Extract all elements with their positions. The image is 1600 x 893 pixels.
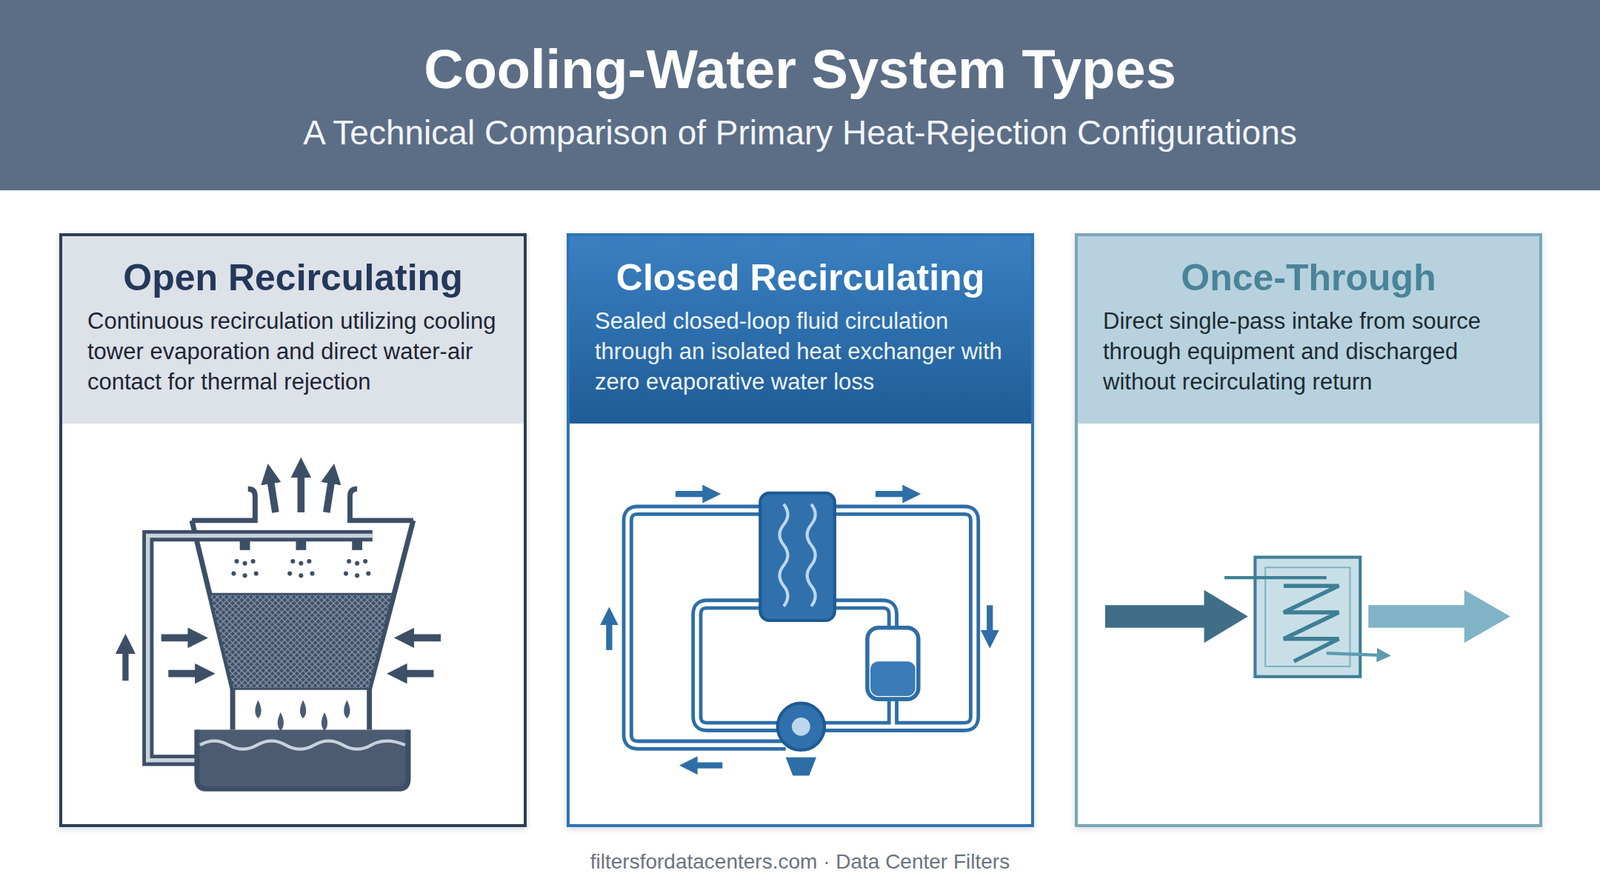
panel-heading: Closed Recirculating [594, 255, 1006, 300]
drawing-part [875, 491, 906, 498]
drawing-part [821, 510, 975, 727]
drawing-part [867, 628, 919, 700]
drawing-part [760, 493, 835, 621]
panel-header: Once-ThroughDirect single-pass intake fr… [1077, 236, 1540, 424]
drawing-part [298, 561, 303, 566]
drawing-part [254, 700, 261, 720]
drawing-part [231, 571, 236, 577]
drawing-part [326, 480, 332, 513]
drawing-part [1105, 590, 1249, 644]
panel-header: Open RecirculatingContinuous recirculati… [62, 236, 524, 424]
drawing-part [148, 536, 373, 761]
drawing-part [1368, 590, 1510, 644]
drawing-part [777, 703, 825, 751]
panel-description: Sealed closed-loop fluid circulation thr… [594, 305, 1006, 398]
drawing-part [242, 561, 248, 566]
drawing-part [343, 571, 349, 577]
drawing-part [254, 571, 259, 577]
drawing-part [697, 604, 781, 727]
drawing-part [197, 729, 409, 789]
drawing-part [870, 661, 916, 697]
drawing-part [821, 510, 975, 727]
drawing-part [354, 573, 360, 578]
drawing-part [231, 559, 371, 578]
drawing-part [605, 621, 612, 651]
drawing-part [122, 650, 129, 681]
drawing-part [298, 573, 303, 578]
title-text: Cooling-Water System Types [0, 37, 1600, 103]
drawing-part [697, 604, 781, 727]
panel-heading: Open Recirculating [87, 255, 499, 300]
drawing-part [807, 504, 816, 607]
drawing-part [694, 762, 723, 769]
drawing-part [834, 604, 894, 629]
drawing-part [834, 604, 894, 629]
panel-heading: Once-Through [1102, 255, 1515, 300]
drawing-part [168, 670, 199, 678]
drawing-part [1283, 585, 1339, 662]
drawing-part [410, 634, 441, 643]
drawing-part [1265, 567, 1350, 667]
drawing-part [351, 540, 363, 550]
drawing-part [346, 559, 352, 564]
cooling-tower [125, 474, 441, 790]
drawing-part [365, 571, 371, 577]
closed-loop [608, 493, 990, 777]
drawing-part [1224, 576, 1327, 580]
drawing-part [161, 634, 192, 643]
drawing-part [362, 559, 368, 564]
drawing-part [986, 605, 993, 635]
drawing-part [287, 571, 292, 577]
panel-description: Continuous recirculation utilizing cooli… [87, 305, 499, 398]
drawing-part [234, 559, 240, 564]
drawing-part [402, 670, 434, 678]
drawing-part [240, 540, 251, 550]
drawing-part [242, 573, 248, 578]
drawing-part [791, 717, 811, 737]
drawing-part [1254, 557, 1360, 678]
drawing-part [300, 700, 306, 720]
drawing-part [254, 700, 350, 732]
drawing-part [785, 757, 817, 777]
drawing-part [277, 712, 284, 732]
drawing-part [270, 480, 276, 513]
system-panel: Closed RecirculatingSealed closed-loop f… [566, 233, 1035, 828]
drawing-part [295, 540, 306, 550]
subtitle-text: A Technical Comparison of Primary Heat-R… [0, 111, 1600, 155]
footer-credit: filtersfordatacenters.com · Data Center … [0, 848, 1600, 876]
once-through-flow [1105, 557, 1511, 678]
drawing-part [251, 559, 256, 564]
drawing-part [779, 504, 788, 607]
drawing-part [887, 699, 899, 727]
drawing-part [208, 594, 393, 689]
drawing-part [343, 700, 350, 720]
drawing-part [891, 699, 896, 727]
drawing-part [675, 491, 706, 498]
drawing-part [1326, 653, 1380, 656]
drawing-part [309, 571, 315, 577]
drawing-part [321, 712, 328, 732]
drawing-part [148, 536, 373, 761]
drawing-part [290, 559, 295, 564]
drawing-part [297, 474, 306, 513]
drawing-part [191, 488, 255, 521]
panel-description: Direct single-pass intake from source th… [1102, 305, 1515, 398]
panel-header: Closed RecirculatingSealed closed-loop f… [569, 236, 1032, 424]
drawing-part [354, 561, 360, 566]
drawing-part [350, 488, 414, 521]
drawing-part [200, 741, 406, 750]
system-panel: Open RecirculatingContinuous recirculati… [59, 233, 527, 828]
system-panel: Once-ThroughDirect single-pass intake fr… [1074, 233, 1543, 828]
drawing-part [306, 559, 312, 564]
